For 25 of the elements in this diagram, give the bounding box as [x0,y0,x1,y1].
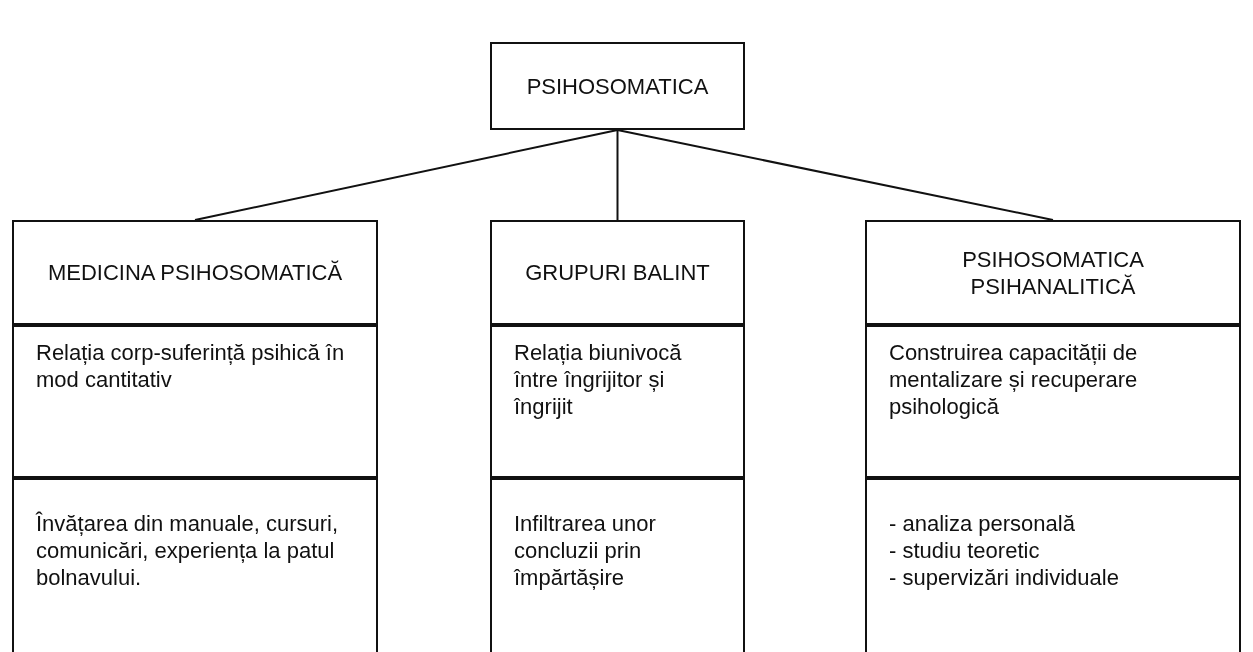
body-text: Infiltrarea unor concluzii prin împărtășire [514,510,657,591]
text-box [865,325,1241,478]
body-text: - supervizări individuale [889,564,1119,591]
body-text: Construirea capacității de mentalizare și recuperare psihologică [889,339,1139,420]
text-box [865,478,1241,652]
body-text: - analiza personală [889,510,1075,537]
heading-text: PSIHOSOMATICA [526,72,709,100]
connector-line [616,129,1054,221]
body-text: Învățarea din manuale, cursuri, comunicări, experiența la patul bolnavului. [36,510,340,591]
heading-box [865,220,1241,325]
body-text: - studiu teoretic [889,537,1040,564]
body-text: Relația corp-suferință psihică în mod cantitativ [36,339,346,393]
heading-text: PSIHOSOMATICA PSIHANALITICĂ [961,245,1145,300]
heading-text: MEDICINA PSIHOSOMATICĂ [47,259,343,286]
heading-box [490,42,745,130]
connector-line [194,129,619,221]
heading-box [12,220,378,325]
text-box [490,478,745,652]
heading-box [490,220,745,325]
heading-text: GRUPURI BALINT [525,259,710,286]
connector-line [616,129,619,221]
text-box [12,325,378,478]
text-box [490,325,745,478]
body-text: Relația biunivocă între îngrijitor și îngrijit [514,339,683,420]
text-box [12,478,378,652]
